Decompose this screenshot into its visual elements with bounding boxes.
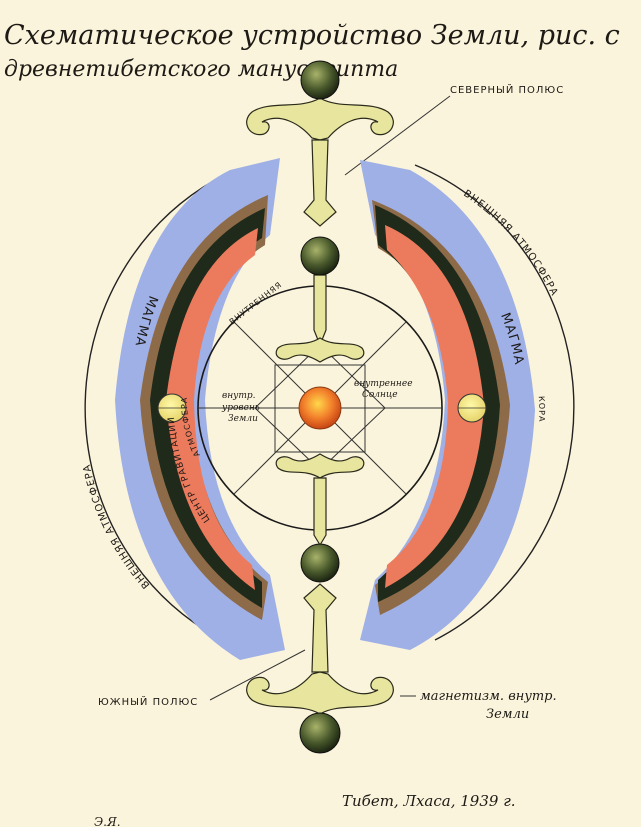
top-stem-ornament xyxy=(303,139,337,227)
magnetism-label-1: магнетизм. внутр. xyxy=(420,689,557,704)
title-line-1: Схематическое устройство Земли, рис. с xyxy=(4,20,620,51)
crust-label-right: КОРА xyxy=(537,396,547,423)
corner-mark: Э.Я. xyxy=(94,815,121,827)
left-crust-layer xyxy=(150,208,265,608)
magnetism-label-2: Земли xyxy=(486,707,529,722)
left-magma-layer xyxy=(166,228,258,590)
inner-sun xyxy=(298,386,342,430)
upper-orb xyxy=(300,236,340,276)
inner-level-label-2: уровень xyxy=(221,403,260,413)
central-axis-spine xyxy=(246,97,394,715)
inner-sun-label-2: Солнце xyxy=(362,390,398,400)
upper-stem-ornament xyxy=(313,274,327,347)
left-earth-half xyxy=(115,158,285,660)
south-pole-leader xyxy=(209,649,306,701)
right-magma-layer xyxy=(385,225,484,588)
signature: Тибет, Лхаса, 1939 г. xyxy=(342,792,516,810)
inner-level-label-1: внутр. xyxy=(222,391,256,401)
right-crust-layer xyxy=(375,205,500,602)
right-rock-layer xyxy=(372,200,510,615)
outer-atmosphere-line-left xyxy=(84,179,216,631)
inner-level-label-3: Земли xyxy=(228,414,258,424)
left-sky-layer xyxy=(115,158,285,660)
bottom-stem-ornament xyxy=(303,583,337,673)
lower-stem-ornament xyxy=(313,477,327,547)
outer-atmosphere-line-right xyxy=(414,164,575,641)
upper-inner-capital xyxy=(275,337,365,363)
lower-inner-capital xyxy=(275,453,365,479)
lower-orb xyxy=(300,543,340,583)
right-earth-half xyxy=(360,160,535,650)
south-pole-orb xyxy=(299,712,341,754)
inner-sun-label-1: внутреннее xyxy=(354,379,413,389)
left-rock-layer xyxy=(140,195,268,620)
south-pole-label: ЮЖНЫЙ ПОЛЮС xyxy=(98,695,198,708)
inner-square xyxy=(274,364,366,453)
north-pole-orb xyxy=(300,60,340,100)
right-sky-layer xyxy=(360,160,535,650)
bottom-capital-ornament xyxy=(246,671,394,715)
north-pole-label: СЕВЕРНЫЙ ПОЛЮС xyxy=(450,83,564,96)
